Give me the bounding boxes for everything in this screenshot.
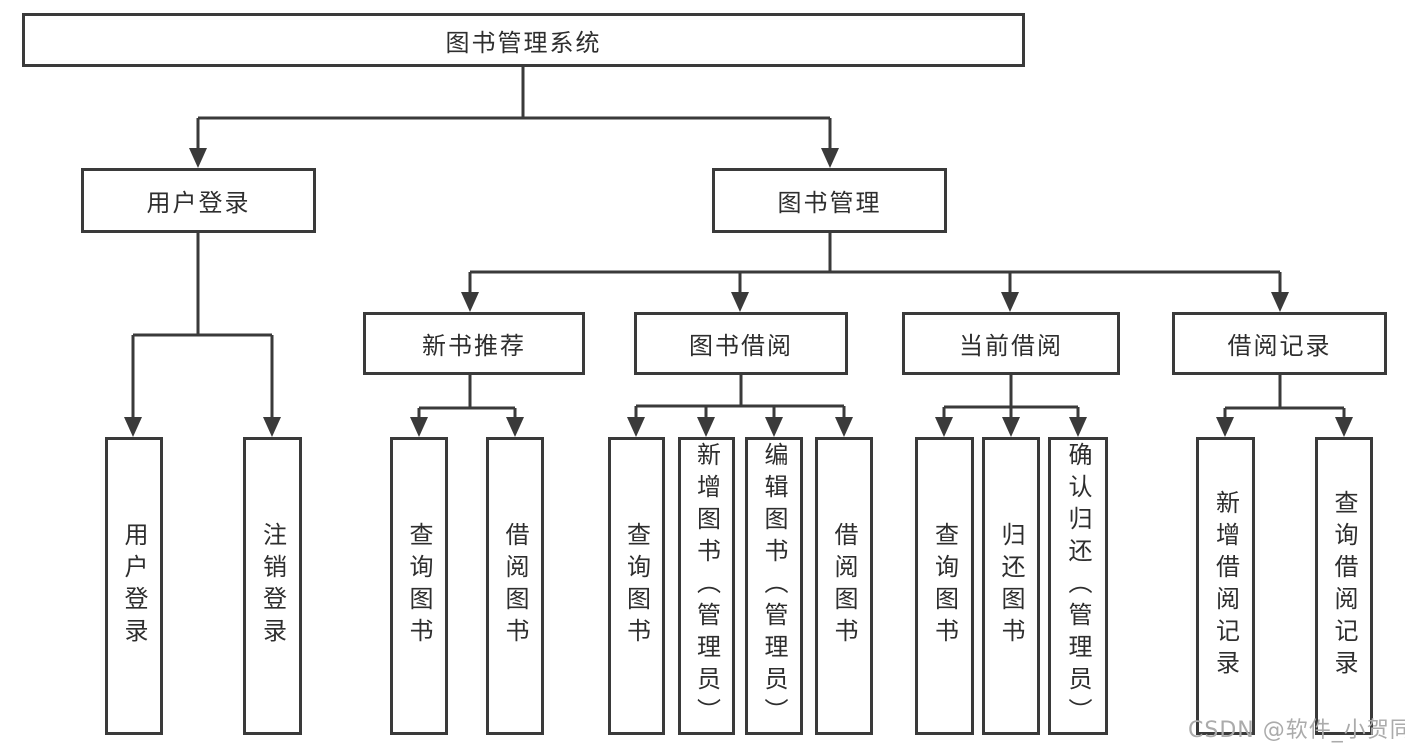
leaf-bb-add-books-admin: 新增图书（管理员）	[678, 437, 735, 735]
node-current-borrow: 当前借阅	[902, 312, 1120, 375]
node-new-book-recommend: 新书推荐	[363, 312, 585, 375]
node-root: 图书管理系统	[22, 13, 1025, 67]
leaf-br-add-record: 新增借阅记录	[1196, 437, 1255, 735]
node-borrow-records: 借阅记录	[1172, 312, 1387, 375]
leaf-user-login: 用户登录	[105, 437, 163, 735]
leaf-nb-borrow-books: 借阅图书	[486, 437, 544, 735]
watermark: CSDN @软件_小贺同学	[1188, 718, 1405, 743]
leaf-bb-query-books: 查询图书	[608, 437, 665, 735]
leaf-bb-borrow-books: 借阅图书	[815, 437, 873, 735]
leaf-nb-query-books: 查询图书	[390, 437, 448, 735]
node-book-borrow: 图书借阅	[634, 312, 848, 375]
node-user-login: 用户登录	[81, 168, 316, 233]
arrowheads	[124, 148, 1353, 437]
node-book-management: 图书管理	[712, 168, 947, 233]
leaf-br-query-record: 查询借阅记录	[1315, 437, 1373, 735]
leaf-cb-confirm-return-admin: 确认归还（管理员）	[1048, 437, 1108, 735]
leaf-bb-edit-books-admin: 编辑图书（管理员）	[745, 437, 803, 735]
leaf-logout: 注销登录	[243, 437, 302, 735]
leaf-cb-return-books: 归还图书	[982, 437, 1040, 735]
leaf-cb-query-books: 查询图书	[915, 437, 974, 735]
